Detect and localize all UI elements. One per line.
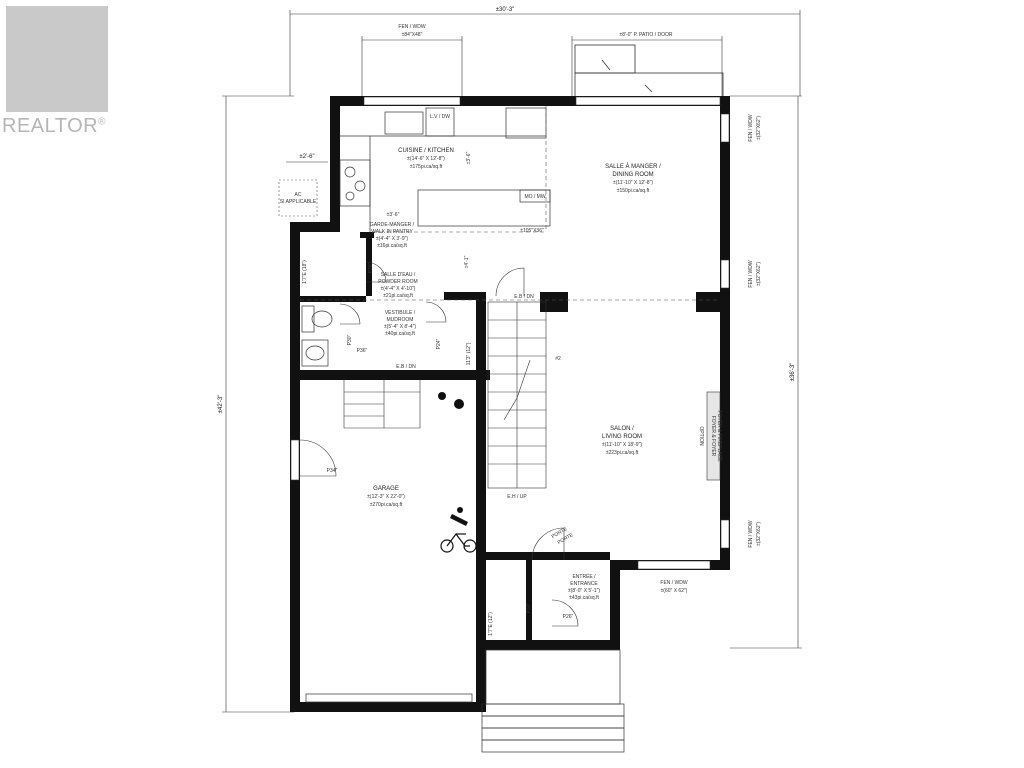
- entrance-size: ±(8'-0" X 5'-1"): [568, 588, 600, 594]
- pantry-area: ±16pi.ca/sq.ft: [377, 243, 407, 249]
- kitchen-size: ±(14'-6" X 12'-8"): [407, 156, 445, 162]
- kitchen-cabinets: [339, 107, 551, 232]
- entrance-name-fr: ENTRÉE /: [572, 573, 596, 580]
- kitchen-vertical-dim: ±3'-6": [466, 151, 472, 164]
- window-right-1-label: FEN / WDW: [748, 114, 754, 141]
- microwave-label: MO / MW: [524, 194, 545, 200]
- bicycle-icon: [440, 533, 477, 553]
- garage-door: [305, 693, 473, 703]
- ac-label: AC: [295, 192, 302, 198]
- realtor-watermark: REALTOR®: [0, 0, 118, 150]
- garage-size: ±(12'-3" X 22'-0"): [367, 494, 405, 500]
- mudroom-area: ±40pi.ca/sq.ft: [385, 331, 415, 337]
- living-name-fr: SALON /: [610, 426, 634, 432]
- powder-room-fixtures: [301, 305, 333, 367]
- garage-area: ±270pi.ca/sq.ft: [370, 502, 403, 508]
- entrance-area: ±43pi.ca/sq.ft: [569, 595, 599, 601]
- door-swings: [299, 261, 579, 627]
- door-p36: P36": [357, 348, 368, 354]
- front-steps: [481, 649, 625, 753]
- door-p24: P24": [436, 338, 442, 349]
- overall-width-dim: ±30'-3": [496, 7, 515, 13]
- plant-icon: [438, 392, 464, 409]
- dining-area: ±150pi.ca/sq.ft: [617, 188, 650, 194]
- pantry-name-en: WALK IN PANTRY: [371, 229, 413, 235]
- mudroom-name-en: MUDROOM: [387, 317, 414, 323]
- window-bottom-size: ±(60" X 62"): [661, 588, 688, 594]
- dishwasher-label: L.V / DW: [430, 114, 450, 120]
- mudroom-size: ±(5'-4" X 8'-4"): [384, 324, 416, 330]
- dining-size: ±(11'-10" X 12'-8"): [613, 180, 653, 186]
- dimension-lines: [222, 10, 802, 713]
- living-area: ±223pi.ca/sq.ft: [606, 450, 639, 456]
- patio-door-label: ±8'-0" P. PATIO / DOOR: [620, 32, 673, 38]
- window-right-1-size: ±(32"X62"): [756, 116, 762, 140]
- closet-dim-1: 1'7"E (18"): [302, 260, 308, 284]
- kitchen-name: CUISINE / KITCHEN: [398, 148, 454, 154]
- realtor-brand: REALTOR: [2, 115, 99, 137]
- door-p30-a: P30": [347, 334, 353, 345]
- window-top-left-label: FEN / WDW: [398, 24, 425, 30]
- mudroom-name-fr: VESTIBULE /: [385, 310, 416, 316]
- window-right-2-label: FEN / WDW: [748, 260, 754, 287]
- kitchen-area: ±175pi.ca/sq.ft: [410, 164, 443, 170]
- island-size: ±105"X36": [520, 228, 544, 234]
- window-top-left-size: ±84"X48": [402, 32, 423, 38]
- window-right-3-size: ±(32"X62"): [756, 522, 762, 546]
- powder-area: ±21pi.ca/sq.ft: [383, 293, 413, 299]
- ac-unit: [278, 179, 318, 217]
- main-stairs: [487, 301, 547, 489]
- windows: [290, 96, 730, 570]
- living-size: ±(11'-10" X 18'-9"): [602, 442, 642, 448]
- closet-dim-3: 1'7"E (12"): [488, 612, 494, 636]
- stairs-down-mudroom-label: E.B / DN: [396, 364, 416, 370]
- right-depth-dim: ±36'-3": [790, 363, 796, 382]
- garage-door-width: P34": [327, 468, 338, 474]
- fireplace-option-label: OPTION: [698, 426, 704, 446]
- closet-dim-2: 11'3" (12"): [466, 342, 472, 365]
- garage-stairs: [343, 380, 421, 429]
- room-separators: [300, 106, 720, 301]
- entrance-name-en: ENTRANCE: [570, 581, 598, 587]
- stair-number: #2: [555, 356, 561, 362]
- fireplace-label-2: FOYER & FIREPLACE: [716, 410, 722, 462]
- overall-depth-dim: ±42'-3": [218, 395, 224, 414]
- window-right-3-label: FEN / WDW: [748, 520, 754, 547]
- realtor-registered-mark: ®: [98, 116, 106, 128]
- stairs-down-top-label: E.B / DN: [514, 294, 534, 300]
- ski-icon: [450, 507, 468, 526]
- realtor-logo-mark: [6, 6, 108, 112]
- dining-name-fr: SALLE À MANGER /: [605, 163, 661, 170]
- kitchen-offset-dim: ±3'-6": [387, 212, 400, 218]
- pantry-size: ±(4'-4" X 3'-9"): [376, 236, 408, 242]
- window-right-2-size: ±(32"X62"): [756, 262, 762, 286]
- stairs-up-label: E.H / UP: [507, 494, 527, 500]
- living-name-en: LIVING ROOM: [602, 434, 642, 440]
- hall-vertical-dim: ±4'-1": [464, 255, 470, 268]
- realtor-logo-text: REALTOR®: [2, 115, 106, 138]
- left-offset-dim: ±2'-6": [299, 154, 314, 160]
- pantry-name-fr: GARDE-MANGER /: [370, 222, 415, 228]
- garage-name: GARAGE: [373, 486, 399, 492]
- fireplace-label-1: FOYER & FOYER: [710, 416, 716, 457]
- fireplace: [706, 391, 721, 481]
- patio-deck: [574, 44, 724, 98]
- door-p30-c: P30": [526, 602, 532, 613]
- powder-name-en: POWDER ROOM: [378, 279, 417, 285]
- dining-name-en: DINING ROOM: [612, 172, 653, 178]
- ac-note: SI APPLICABLE: [280, 199, 317, 205]
- window-bottom-label: FEN / WDW: [660, 580, 687, 586]
- powder-size: ±(4'-4" X 4'-10"): [381, 286, 416, 292]
- powder-name-fr: SALLE D'EAU /: [381, 272, 416, 278]
- door-p26: P26": [563, 614, 574, 620]
- door-p30-b: P30": [368, 262, 374, 273]
- interior-walls: [300, 232, 730, 640]
